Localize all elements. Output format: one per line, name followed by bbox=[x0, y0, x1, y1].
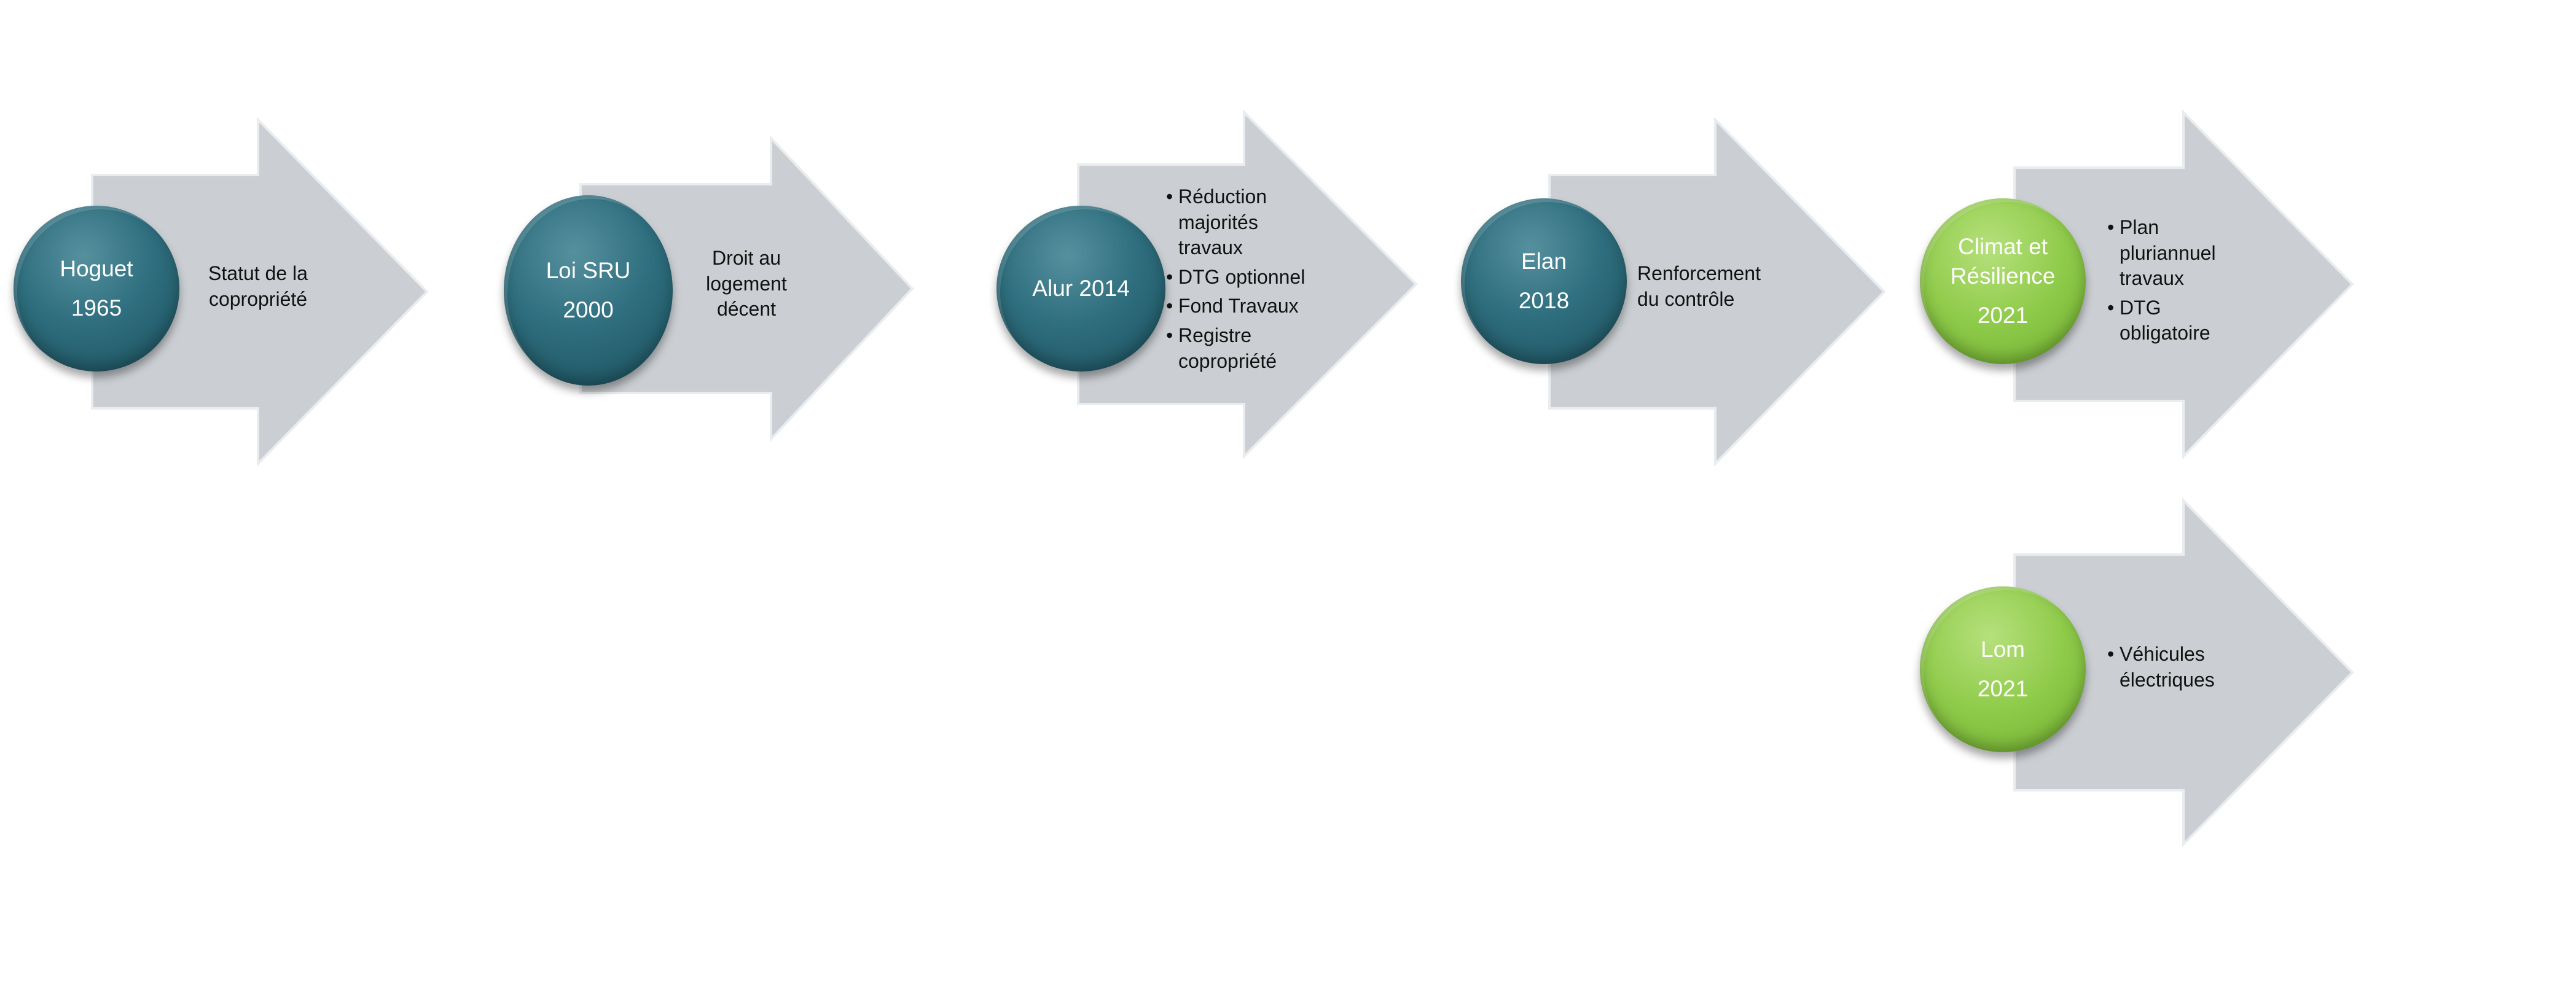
step-text-hoguet: Statut de la copropriété bbox=[208, 262, 308, 310]
step-bullets-alur: Réduction majorités travaux DTG optionne… bbox=[1166, 184, 1326, 378]
node-alur-title: Alur 2014 bbox=[1032, 275, 1130, 301]
step-arrow-elan bbox=[1548, 117, 1886, 467]
node-lom-year: 2021 bbox=[1977, 676, 2029, 701]
node-climat-year: 2021 bbox=[1977, 303, 2029, 329]
bullet-item: DTG obligatoire bbox=[2107, 295, 2236, 346]
node-alur: Alur 2014 bbox=[996, 206, 1165, 372]
step-text-elan: Renforcement du contrôle bbox=[1637, 262, 1761, 310]
node-hoguet-year: 1965 bbox=[71, 295, 122, 321]
node-hoguet-title: Hoguet bbox=[60, 255, 133, 281]
bullet-item: Registre copropriété bbox=[1166, 323, 1326, 374]
step-text-loi-sru: Droit au logement décent bbox=[706, 247, 787, 321]
bullet-item: Véhicules électriques bbox=[2107, 642, 2236, 693]
bullet-item: Réduction majorités travaux bbox=[1166, 184, 1326, 261]
node-elan-year: 2018 bbox=[1518, 288, 1570, 313]
step-bullets-lom: Véhicules électriques bbox=[2107, 642, 2236, 696]
node-climat-title: Climat et Résilience bbox=[1950, 233, 2056, 289]
node-elan: Elan 2018 bbox=[1461, 198, 1627, 364]
node-loi-sru-title: Loi SRU bbox=[546, 257, 631, 283]
node-elan-title: Elan bbox=[1521, 248, 1567, 274]
bullet-item: DTG optionnel bbox=[1166, 265, 1326, 290]
step-arrow-loi-sru bbox=[579, 134, 914, 443]
step-bullets-climat: Plan pluriannuel travaux DTG obligatoire bbox=[2107, 215, 2236, 350]
bullet-item: Fond Travaux bbox=[1166, 294, 1326, 319]
node-loi-sru: Loi SRU 2000 bbox=[504, 195, 673, 386]
node-lom: Lom 2021 bbox=[1920, 586, 2086, 752]
node-lom-title: Lom bbox=[1981, 636, 2025, 662]
node-loi-sru-year: 2000 bbox=[563, 297, 614, 322]
step-arrow-hoguet bbox=[91, 117, 429, 467]
bullet-item: Plan pluriannuel travaux bbox=[2107, 215, 2236, 292]
node-hoguet: Hoguet 1965 bbox=[14, 206, 179, 372]
node-climat-resilience: Climat et Résilience 2021 bbox=[1920, 198, 2086, 364]
